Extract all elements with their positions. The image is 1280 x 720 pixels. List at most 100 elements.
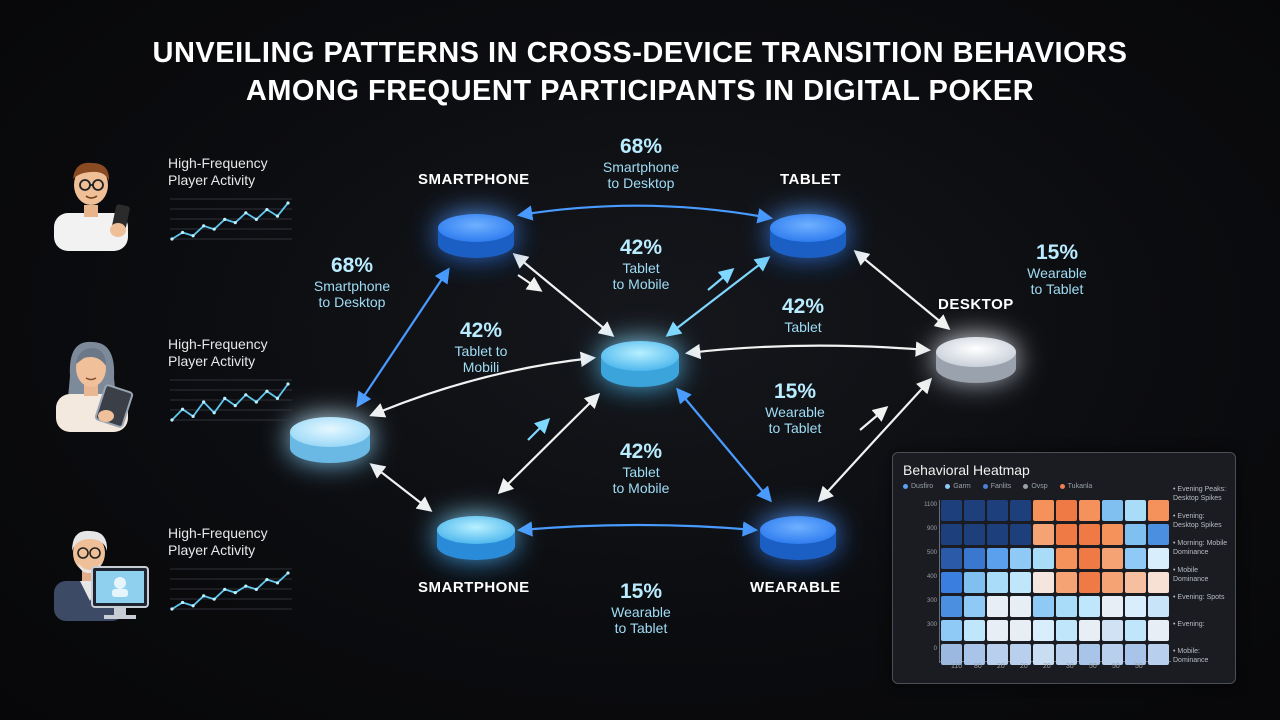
sparkline-point [223,587,227,591]
heatmap-cell [941,500,962,521]
persona-3-caption-line1: High-Frequency [168,525,268,541]
label-wearable: WEARABLE [750,579,841,596]
sparkline-point [212,597,216,601]
heatmap-cell [1056,524,1077,545]
heatmap-cell [941,572,962,593]
node-smartphone-bottom[interactable] [437,516,515,560]
heatmap-cell [1079,524,1100,545]
sparkline-point [191,604,195,608]
heatmap-cell [964,644,985,665]
heatmap-y-label: 1100 [924,502,937,508]
sparkline-point [180,230,185,235]
sparkline-point [212,411,216,415]
arrow-short-1 [517,274,543,292]
stat-center-left: 42% Tablet to Mobili [454,319,508,375]
heatmap-cell [1056,572,1077,593]
heatmap-x-label: 50 [1089,663,1097,670]
stat-top: 68% Smartphone to Desktop [602,135,680,191]
persona-1-caption-line2: Player Activity [168,172,256,188]
heatmap-cell [1148,548,1169,569]
stat-right-upper: 42% Tablet [781,295,825,335]
sparkline-point [180,600,185,605]
arrow-hub-smartphone-bottom [497,392,601,495]
arrow-smartphone-hub [512,253,615,337]
heatmap-row [941,620,1171,641]
heatmap-cell [1056,500,1077,521]
heatmap-cell [1102,596,1123,617]
stat-center-upper: 42% Tablet to Mobile [612,236,670,292]
heatmap-cell [987,596,1008,617]
sparkline-point [180,407,185,411]
heatmap-cell [987,620,1008,641]
node-desktop[interactable] [936,337,1016,383]
heatmap-legend-item: Ovsp [1023,483,1048,490]
heatmap-legend-item: Garm [945,483,971,490]
sparkline-point [254,217,258,221]
arrow-smartphone-left [356,267,450,408]
heatmap-x-label: 50 [1112,663,1120,670]
sparkline-point [275,581,280,585]
persona-1-sparkline [170,198,292,241]
heatmap-y-label: 500 [926,550,937,556]
node-smartphone-top[interactable] [438,214,514,258]
heatmap-cell [1033,620,1054,641]
heatmap-y-label: 300 [926,622,937,628]
woman-tablet-icon [56,341,134,432]
heatmap-cell [1056,620,1077,641]
heatmap-cell [987,548,1008,569]
node-wearable[interactable] [760,516,836,560]
heatmap-row [941,524,1171,545]
node-tablet[interactable] [770,214,846,258]
arrow-wearable-desktop [817,377,933,503]
persona-2-sparkline [170,379,292,422]
node-left[interactable] [290,417,370,463]
heatmap-cell [1079,620,1100,641]
sparkline-point [254,587,258,591]
arrow-smartphone-tablet [516,204,774,224]
legend-dot-icon [1023,483,1029,489]
sparkline-point [275,214,280,218]
arrow-hub-tablet [665,256,771,337]
heatmap-cell [964,524,985,545]
heatmap-cell [987,500,1008,521]
heatmap-cell [1079,500,1100,521]
heatmap-note: • Mobile: Dominance [1173,648,1209,664]
sparkline-point [265,577,269,582]
heatmap-cell [1148,596,1169,617]
heatmap-row [941,548,1171,569]
persona-1: High-Frequency Player Activity [50,155,300,285]
heatmap-note: • Morning: Mobile Dominance [1173,540,1228,556]
heatmap-cell [1056,644,1077,665]
heatmap-cell [987,572,1008,593]
legend-dot-icon [982,483,988,489]
heatmap-cell [1125,572,1146,593]
heatmap-note: • Evening: Desktop Spikes [1173,513,1222,529]
heatmap-cell [1148,572,1169,593]
heatmap-cell [1033,644,1054,665]
heatmap-cell [1148,500,1169,521]
heatmap-cell [1010,596,1031,617]
heatmap-legend-item: Tukanla [1059,483,1092,490]
label-tablet: TABLET [780,171,842,188]
heatmap-y-label: 400 [926,574,937,580]
heatmap-cell [1148,644,1169,665]
persona-2: High-Frequency Player Activity [50,336,300,466]
heatmap-cell [1102,572,1123,593]
node-hub[interactable] [601,341,679,387]
sparkline-point [191,234,195,238]
heatmap-row [941,500,1171,521]
heatmap-y-axis [939,500,940,663]
arrow-short-4 [859,406,889,431]
sparkline-point [223,217,227,221]
heatmap-y-label: 900 [926,526,937,532]
heatmap-cell [1102,500,1123,521]
heatmap-x-label: 110 [951,663,963,670]
stat-left-upper: 68% Smartphone to Desktop [313,254,391,310]
stat-bottom: 15% Wearable to Tablet [611,580,671,636]
heatmap-cell [1125,620,1146,641]
sparkline-point [265,207,269,212]
heatmap-row [941,644,1171,665]
